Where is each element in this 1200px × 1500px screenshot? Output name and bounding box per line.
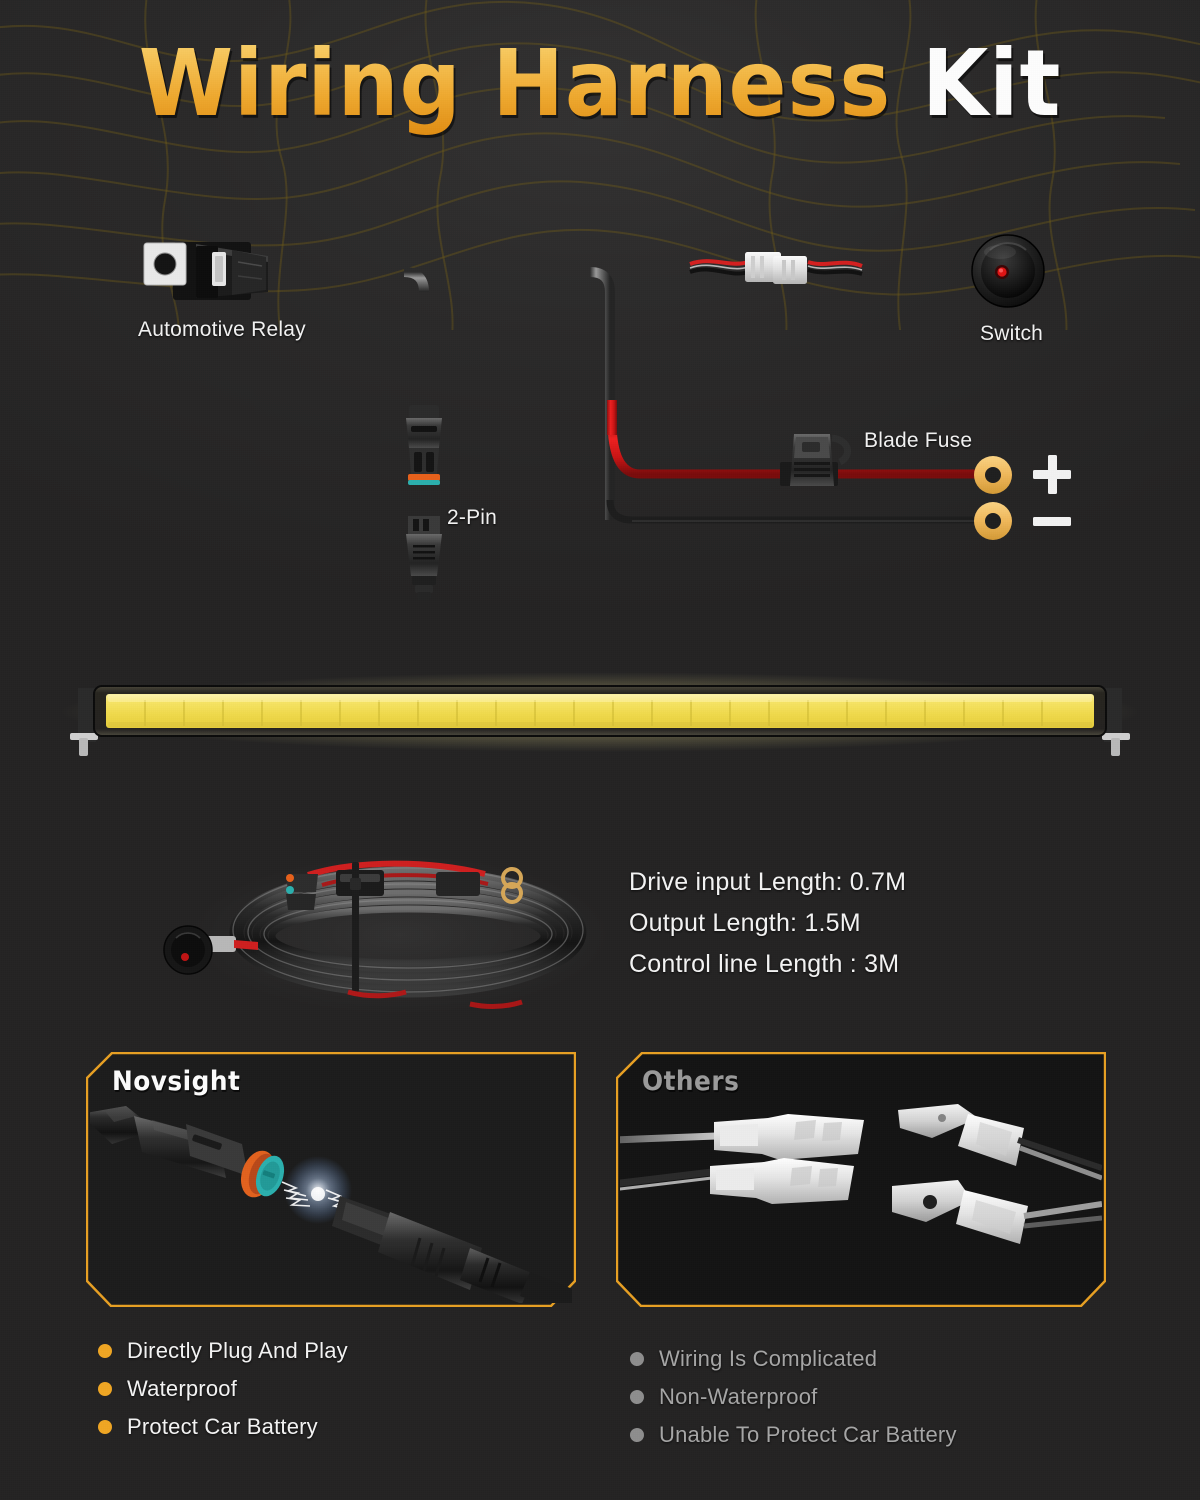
others-feature-1: Wiring Is Complicated <box>659 1346 878 1371</box>
list-item: Waterproof <box>98 1370 348 1408</box>
list-item: Directly Plug And Play <box>98 1332 348 1370</box>
spec-drive-input-length: Drive input Length: 0.7M <box>629 868 907 896</box>
label-blade-fuse: Blade Fuse <box>864 429 973 452</box>
wiring-diagram: Automotive Relay Switch Blade Fuse 2-Pin <box>60 234 1140 756</box>
rocker-switch-component <box>971 234 1045 308</box>
label-switch: Switch <box>980 322 1044 345</box>
panel-border-others <box>616 1052 1106 1307</box>
led-light-bar <box>60 672 1140 756</box>
label-automotive-relay: Automotive Relay <box>138 318 306 341</box>
inline-connector-component <box>689 252 863 284</box>
negative-symbol <box>1033 517 1071 526</box>
ring-terminal-negative <box>974 502 1012 540</box>
title-white-part: Kit <box>921 30 1062 137</box>
two-pin-connector-component <box>406 405 442 600</box>
comparison-panel-others: Others <box>616 1052 1106 1307</box>
others-feature-2: Non-Waterproof <box>659 1384 818 1409</box>
label-two-pin: 2-Pin <box>447 506 498 529</box>
others-feature-3: Unable To Protect Car Battery <box>659 1422 957 1447</box>
list-item: Wiring Is Complicated <box>630 1340 957 1378</box>
page-header: Wiring Harness Kit <box>0 38 1200 130</box>
list-item: Protect Car Battery <box>98 1408 348 1446</box>
bullet-dot-icon <box>98 1420 112 1434</box>
novsight-feature-list: Directly Plug And Play Waterproof Protec… <box>98 1332 348 1446</box>
bullet-dot-icon <box>98 1344 112 1358</box>
comparison-panel-novsight: Novsight <box>86 1052 576 1307</box>
others-feature-list: Wiring Is Complicated Non-Waterproof Una… <box>630 1340 957 1454</box>
ring-terminal-positive <box>974 456 1012 494</box>
page-title: Wiring Harness Kit <box>42 38 1158 130</box>
wiring-diagram-graphic <box>60 234 1140 756</box>
specification-list: Drive input Length: 0.7M Output Length: … <box>629 862 906 985</box>
bullet-dot-icon <box>630 1352 644 1366</box>
list-item: Unable To Protect Car Battery <box>630 1416 957 1454</box>
title-gold-part: Wiring Harness <box>138 30 892 137</box>
coiled-harness-photo <box>163 855 610 1015</box>
list-item: Non-Waterproof <box>630 1378 957 1416</box>
others-terminals-photo <box>620 1092 1102 1303</box>
spec-control-line-length: Control line Length : 3M <box>629 950 900 978</box>
bullet-dot-icon <box>630 1390 644 1404</box>
novsight-connector-photo <box>90 1092 572 1303</box>
automotive-relay-component <box>143 242 268 300</box>
bullet-dot-icon <box>630 1428 644 1442</box>
positive-symbol <box>1033 455 1071 494</box>
panel-title-novsight: Novsight <box>112 1066 241 1097</box>
blade-fuse-component <box>780 434 851 486</box>
novsight-feature-1: Directly Plug And Play <box>127 1338 348 1363</box>
panel-title-others: Others <box>642 1066 740 1097</box>
spec-output-length: Output Length: 1.5M <box>629 909 861 937</box>
novsight-feature-3: Protect Car Battery <box>127 1414 318 1439</box>
bullet-dot-icon <box>98 1382 112 1396</box>
novsight-feature-2: Waterproof <box>127 1376 238 1401</box>
